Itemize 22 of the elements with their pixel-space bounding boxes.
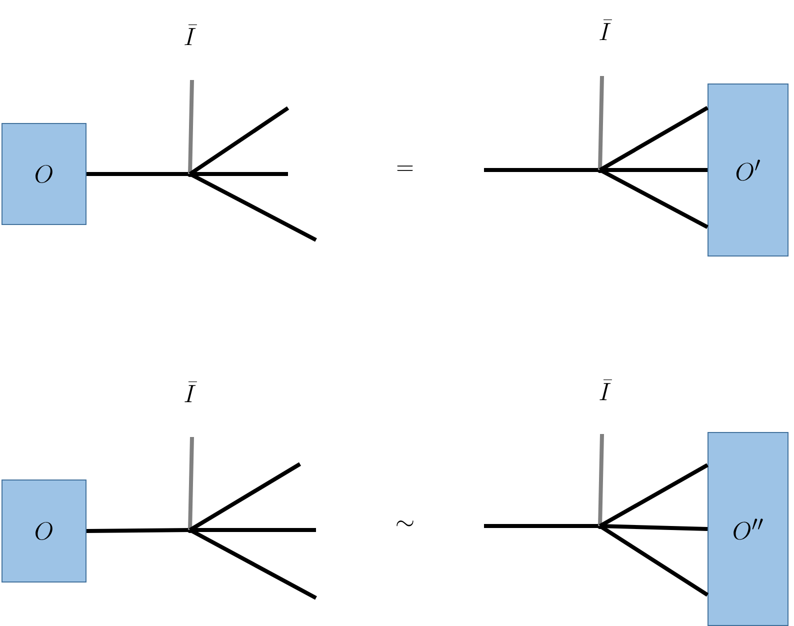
index-label: $\bar{I}$	[600, 19, 612, 40]
tensor-box: $O'$	[708, 84, 789, 256]
tensor-box: $O$	[2, 480, 86, 582]
tensor-leg	[599, 106, 709, 172]
tensor-leg	[484, 168, 600, 172]
tensor-leg	[598, 434, 604, 526]
tensor-box: $O''$	[708, 432, 789, 626]
tensor-leg	[86, 172, 190, 176]
tensor-leg	[484, 524, 600, 528]
relation-symbol: $\sim$	[396, 520, 414, 526]
tensor-leg	[598, 76, 604, 170]
tensor-leg	[86, 528, 190, 533]
index-label: $\bar{I}$	[184, 24, 197, 46]
tensor-leg	[188, 436, 194, 530]
index-label: $\bar{I}$	[600, 379, 612, 400]
tensor-box: $O$	[2, 123, 86, 225]
tensor-leg	[188, 106, 290, 176]
tensor-leg	[188, 462, 302, 532]
index-label: $\bar{I}$	[184, 381, 197, 402]
tensor-leg	[599, 463, 708, 528]
relation-symbol: $=$	[397, 166, 413, 171]
tensor-leg	[188, 80, 194, 174]
